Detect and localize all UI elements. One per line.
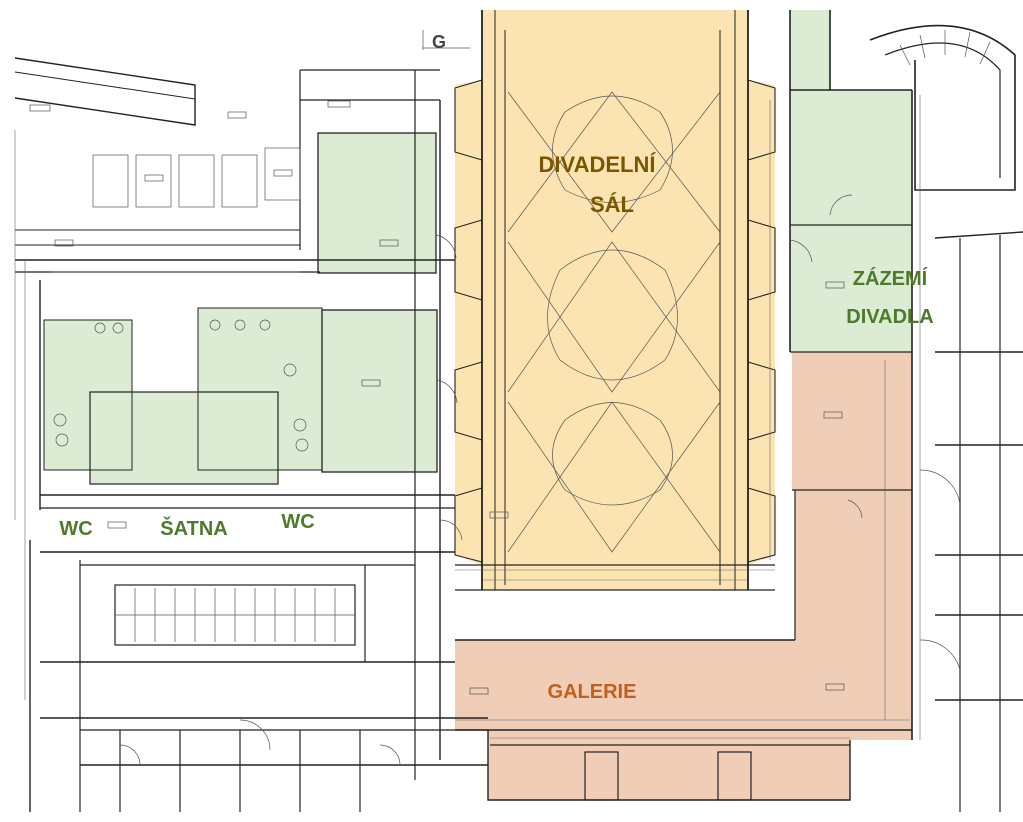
label-zazemi-line1: ZÁZEMÍ (853, 267, 928, 290)
label-galerie: GALERIE (548, 681, 637, 703)
room-tags (29, 100, 845, 695)
grid-marker-label: G (432, 32, 446, 52)
zone-zazemi-divadla (44, 10, 912, 484)
label-wc-right: WC (281, 511, 314, 533)
zone-divadelni-sal (455, 10, 775, 590)
structural-walls (14, 10, 1023, 812)
label-zazemi-line2: DIVADLA (846, 306, 933, 328)
label-divadelni-sal-line2: SÁL (590, 192, 634, 217)
label-divadelni-sal-line1: DIVADELNÍ (539, 152, 657, 177)
label-wc-left: WC (59, 518, 92, 540)
zone-galerie (455, 352, 912, 800)
label-satna: ŠATNA (160, 516, 227, 540)
